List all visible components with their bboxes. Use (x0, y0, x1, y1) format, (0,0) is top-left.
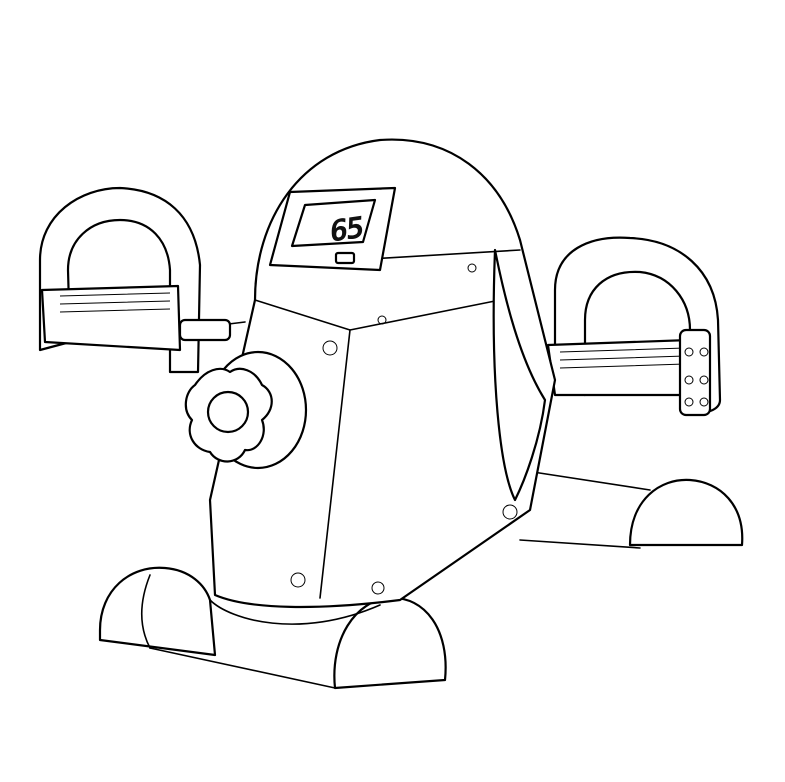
brand-label (334, 190, 341, 201)
rear-right-foot (519, 469, 744, 549)
front-left-foot (98, 566, 217, 657)
right-pedal (546, 236, 722, 417)
left-pedal (38, 186, 246, 374)
display-console (268, 186, 397, 272)
display-reading: 65 (329, 210, 363, 250)
front-right-foot (333, 596, 447, 690)
resistance-knob (184, 350, 308, 470)
